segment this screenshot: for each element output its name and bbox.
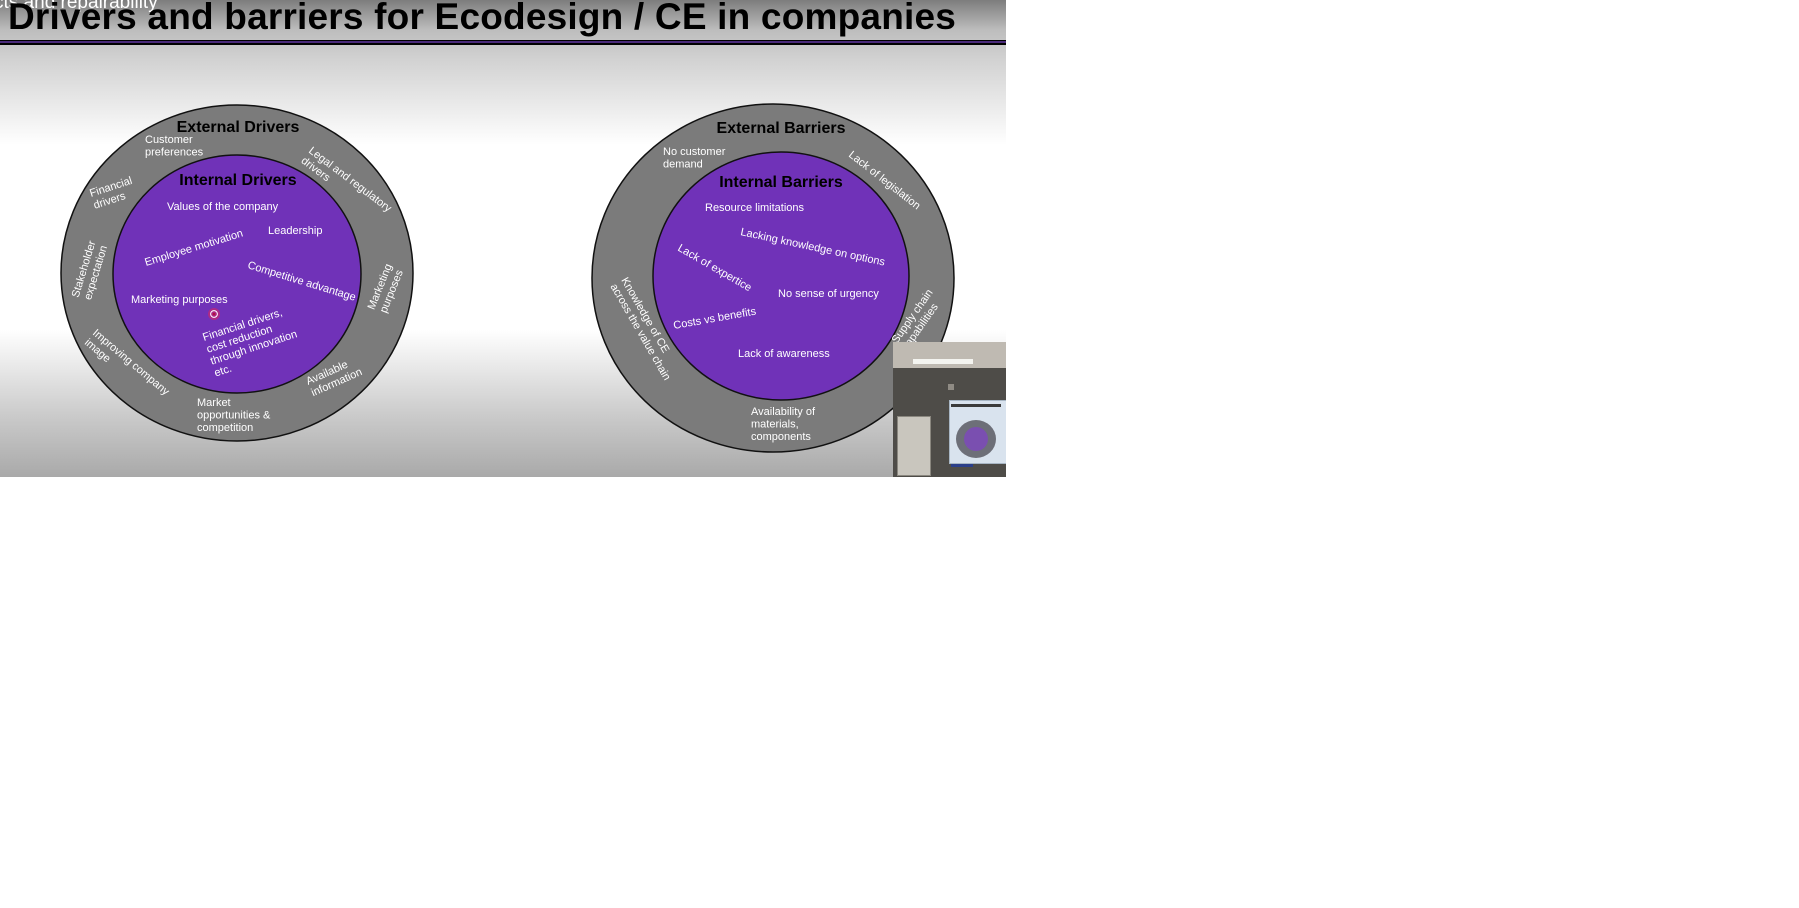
internal-barriers-circle [652, 151, 910, 401]
barrier-resource-limitations: Resource limitations [705, 202, 805, 214]
pip-ceiling-light [913, 359, 973, 364]
pip-wall-fixture [948, 384, 954, 390]
driver-leadership: Leadership [268, 225, 322, 237]
slide: cts and repairability Drivers and barrie… [0, 0, 1006, 477]
drivers-diagram: External Drivers Internal Drivers Custom… [60, 104, 414, 442]
pip-ceiling [893, 342, 1006, 368]
barrier-no-sense-of-urgency: No sense of urgency [778, 288, 879, 300]
diagram-canvas: External Drivers Internal Drivers Custom… [60, 103, 955, 453]
barriers-diagram: External Barriers Internal Barriers No c… [591, 103, 955, 453]
external-barriers-title: External Barriers [717, 120, 846, 137]
internal-drivers-title: Internal Drivers [179, 172, 296, 189]
breadcrumb: cts and repairability [0, 0, 158, 13]
pip-projected-logo [951, 464, 973, 467]
driver-marketing-purposes-internal: Marketing purposes [131, 294, 228, 306]
page-title: Drivers and barriers for Ecodesign / CE … [8, 0, 957, 37]
external-drivers-title: External Drivers [177, 119, 300, 136]
barrier-lack-of-awareness: Lack of awareness [738, 348, 830, 360]
pip-projected-circle [964, 427, 988, 451]
pip-whiteboard [897, 416, 931, 476]
pointer-dot-icon [208, 308, 220, 320]
webcam-thumbnail [893, 342, 1006, 477]
internal-barriers-title: Internal Barriers [719, 174, 843, 191]
pip-projected-title [951, 404, 1001, 407]
title-divider [0, 40, 1006, 45]
internal-drivers-circle [112, 154, 362, 394]
driver-values-of-company: Values of the company [167, 201, 279, 213]
